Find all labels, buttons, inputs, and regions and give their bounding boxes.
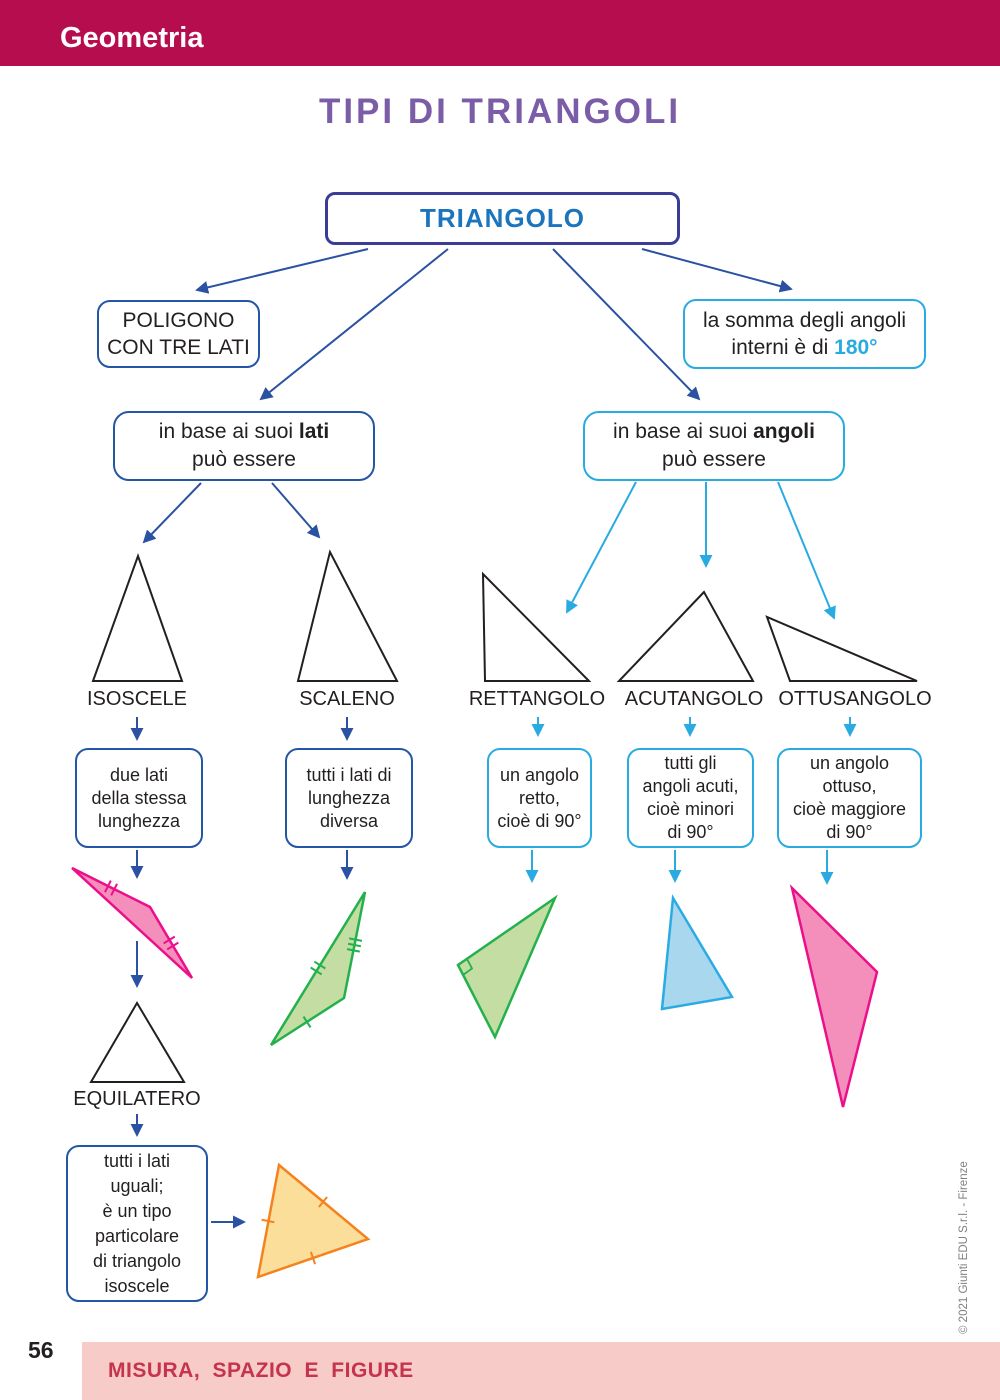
scaleno-outline-triangle <box>296 549 399 682</box>
ottusangolo-label: OTTUSANGOLO <box>778 688 932 710</box>
scaleno-label: SCALENO <box>299 688 395 710</box>
equilatero-outline-triangle <box>89 1001 186 1083</box>
isoscele-label: ISOSCELE <box>86 688 188 710</box>
triangolo-root-box: TRIANGOLO <box>325 192 680 245</box>
green-scaleno-tick-marks <box>302 937 363 1028</box>
arrow-triangolo-to-somma <box>641 248 793 293</box>
cyan-connector-arrows <box>525 481 857 885</box>
by-angles-box: in base ai suoi angoli può essere <box>583 411 845 481</box>
isoscele-description-box: due lati della stessa lunghezza <box>75 748 203 848</box>
rettangolo-outline-triangle <box>481 571 592 682</box>
acutangolo-description-box: tutti gli angoli acuti, cioè minori di 9… <box>627 748 754 848</box>
chapter-title: Geometria <box>60 22 204 54</box>
arrow-lati-to-scaleno <box>271 482 321 539</box>
footer-section-title: MISURA, SPAZIO E FIGURE <box>108 1359 414 1382</box>
arrow-angoli-to-rettangolo <box>566 481 637 614</box>
arrow-lati-to-isoscele <box>142 482 202 544</box>
chapter-header-bar: Geometria <box>0 0 1000 66</box>
angle-sum-value: 180° <box>834 336 878 359</box>
page-title: TIPI DI TRIANGOLI <box>318 92 682 131</box>
green-scaleno-triangle <box>269 891 367 1047</box>
ottusangolo-outline-triangle <box>765 615 918 682</box>
equilatero-label: EQUILATERO <box>73 1088 201 1110</box>
equilatero-description-box: tutti i lati uguali; è un tipo particola… <box>66 1145 208 1302</box>
footer-section-bar: MISURA, SPAZIO E FIGURE <box>82 1342 1000 1400</box>
copyright-notice: © 2021 Giunti EDU S.r.l. - Firenze <box>958 1161 970 1334</box>
outline-triangles <box>89 549 918 1083</box>
rettangolo-description-box: un angolo retto, cioè di 90° <box>487 748 592 848</box>
arrow-triangolo-to-lati <box>259 248 449 401</box>
arrow-triangolo-to-angoli <box>552 248 701 401</box>
acutangolo-outline-triangle <box>616 590 755 682</box>
acutangolo-label: ACUTANGOLO <box>624 688 764 710</box>
arrow-triangolo-to-poligono <box>195 248 369 294</box>
isoscele-outline-triangle <box>91 553 184 682</box>
page-number: 56 <box>28 1337 54 1363</box>
pink-ottusangolo-triangle <box>789 884 879 1108</box>
triangolo-label: TRIANGOLO <box>420 203 585 233</box>
green-rettangolo-triangle <box>456 894 558 1040</box>
pink-isoscele-triangle <box>71 866 194 979</box>
right-angle-marker <box>462 958 474 976</box>
pink-isoscele-tick-marks <box>104 880 179 951</box>
by-sides-box: in base ai suoi lati può essere <box>113 411 375 481</box>
scaleno-description-box: tutti i lati di lunghezza diversa <box>285 748 413 848</box>
angle-sum-box: la somma degli angoli interni è di 180° <box>683 299 926 369</box>
poligono-definition-box: POLIGONO CON TRE LATI <box>97 300 260 368</box>
yellow-equilatero-tick-marks <box>261 1196 328 1265</box>
blue-acutangolo-triangle <box>660 894 735 1011</box>
blue-connector-arrows <box>130 248 793 1229</box>
arrow-angoli-to-ottusangolo <box>777 481 836 620</box>
ottusangolo-description-box: un angolo ottuso, cioè maggiore di 90° <box>777 748 922 848</box>
rettangolo-label: RETTANGOLO <box>468 688 606 710</box>
